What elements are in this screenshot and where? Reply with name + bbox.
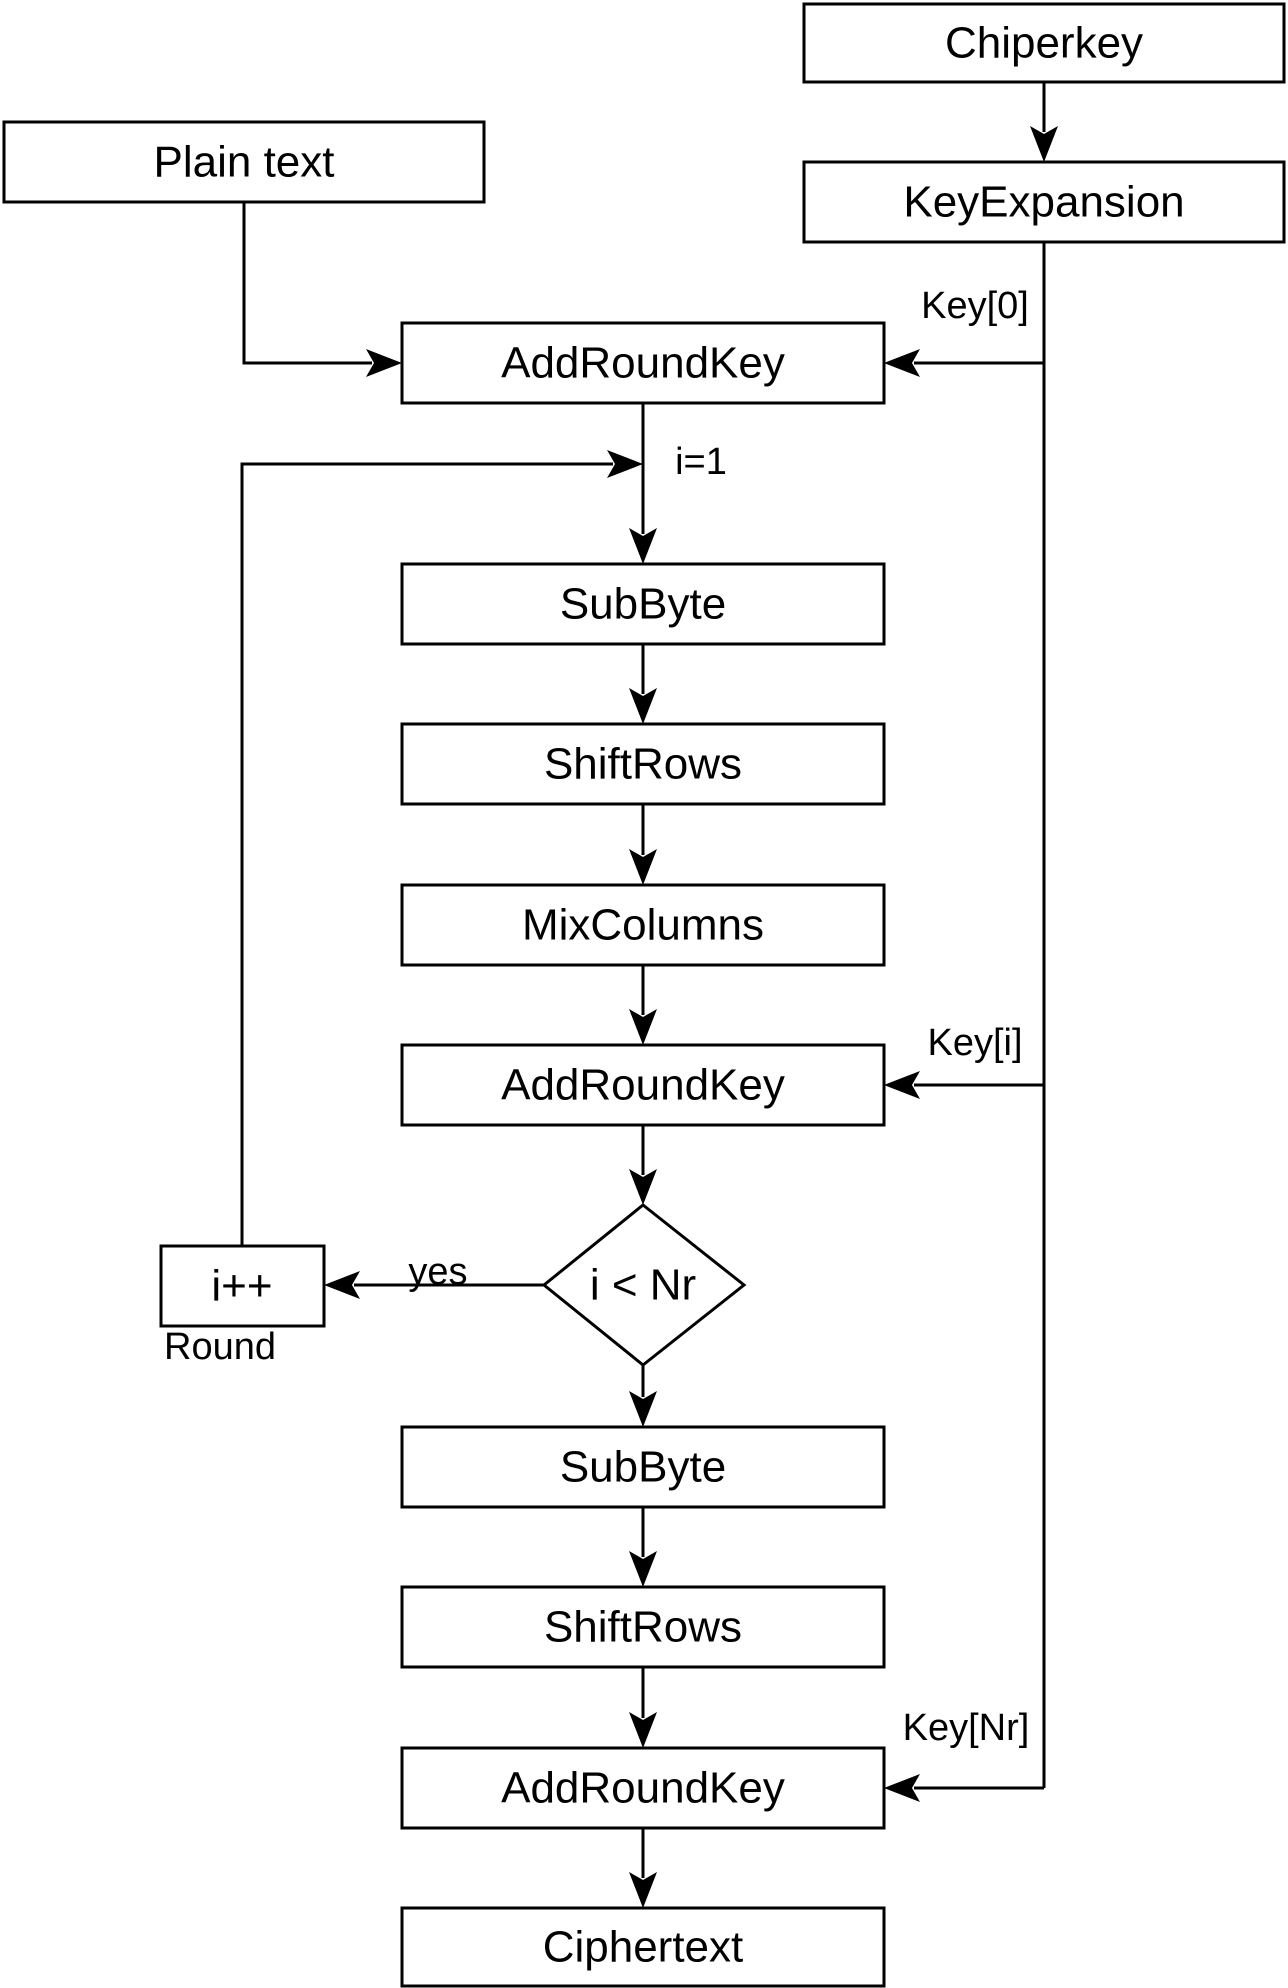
chiperkey-label: Chiperkey xyxy=(945,19,1143,68)
round-label: Round xyxy=(164,1326,276,1368)
shift-rows-final-label: ShiftRows xyxy=(544,1603,742,1652)
add-round-key-final-node: AddRoundKey xyxy=(400,1746,886,1830)
edge-chiperkey-to-keyexpansion xyxy=(1030,82,1058,162)
sub-byte-round-node: SubByte xyxy=(400,562,886,646)
ciphertext-node: Ciphertext xyxy=(400,1906,886,1988)
edge-keyi xyxy=(884,1071,1044,1099)
edge-key0 xyxy=(884,349,1044,377)
add-round-key-initial-label: AddRoundKey xyxy=(501,339,785,388)
edge-condition-to-subbyte xyxy=(629,1365,657,1427)
edge-addroundkey-to-subbyte xyxy=(629,403,657,564)
condition-node: i < Nr xyxy=(541,1203,747,1367)
mix-columns-node: MixColumns xyxy=(400,883,886,967)
edge-subbyte-to-shiftrows xyxy=(629,644,657,724)
increment-label: i++ xyxy=(211,1262,272,1311)
keyi-label: Key[i] xyxy=(927,1022,1022,1064)
edge-shiftrows-to-mixcolumns xyxy=(629,804,657,885)
shift-rows-final-node: ShiftRows xyxy=(400,1585,886,1669)
edge-plaintext-to-addroundkey xyxy=(242,202,402,377)
shift-rows-round-node: ShiftRows xyxy=(400,722,886,806)
edge-shiftrows-to-addroundkey-final xyxy=(629,1667,657,1748)
add-round-key-round-label: AddRoundKey xyxy=(501,1061,785,1110)
sub-byte-final-label: SubByte xyxy=(560,1443,726,1492)
mix-columns-label: MixColumns xyxy=(522,901,764,950)
edge-condition-yes xyxy=(324,1271,544,1299)
keynr-label: Key[Nr] xyxy=(903,1707,1030,1749)
key0-label: Key[0] xyxy=(921,285,1029,327)
condition-label: i < Nr xyxy=(590,1261,696,1310)
edge-keynr xyxy=(884,1774,1044,1802)
add-round-key-round-node: AddRoundKey xyxy=(400,1043,886,1127)
chiperkey-node: Chiperkey xyxy=(802,2,1286,84)
yes-label: yes xyxy=(408,1251,467,1293)
shift-rows-round-label: ShiftRows xyxy=(544,740,742,789)
edge-loop-back xyxy=(240,450,643,1246)
edge-mixcolumns-to-addroundkey xyxy=(629,965,657,1045)
sub-byte-round-label: SubByte xyxy=(560,580,726,629)
edge-addroundkey-to-ciphertext xyxy=(629,1828,657,1908)
ciphertext-label: Ciphertext xyxy=(543,1923,744,1972)
increment-node: i++ xyxy=(159,1244,326,1328)
key-expansion-node: KeyExpansion xyxy=(802,160,1286,244)
plain-text-node: Plain text xyxy=(2,120,486,204)
plain-text-label: Plain text xyxy=(154,138,335,187)
key-expansion-label: KeyExpansion xyxy=(903,178,1184,227)
sub-byte-final-node: SubByte xyxy=(400,1425,886,1509)
add-round-key-final-label: AddRoundKey xyxy=(501,1764,785,1813)
edge-addroundkey-to-condition xyxy=(629,1125,657,1205)
edge-subbyte-to-shiftrows-final xyxy=(629,1507,657,1587)
init-i-label: i=1 xyxy=(675,441,727,483)
add-round-key-initial-node: AddRoundKey xyxy=(400,321,886,405)
